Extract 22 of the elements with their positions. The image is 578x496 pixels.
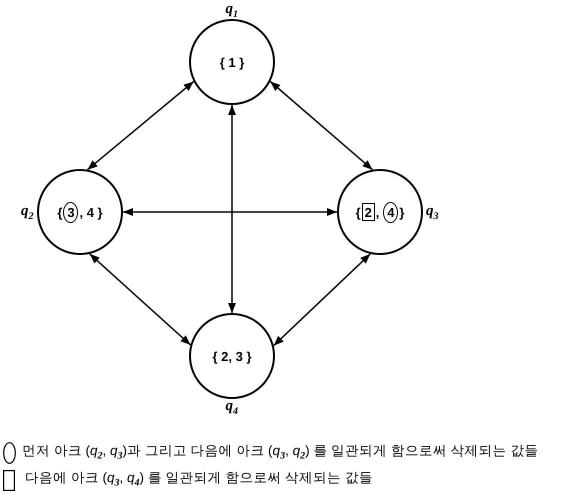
set-text: { 1 } <box>220 56 244 68</box>
double-arrow <box>123 208 337 216</box>
legend-text: 먼저 아크 (q$_{2}$, q$_{3}$)과 그리고 다음에 아크 (q$_{3}$, q$_{2}$) 를 일관되게 함으로써 삭제되는 값들 <box>22 443 538 463</box>
double-arrow <box>228 105 236 313</box>
set-text: { <box>356 206 361 218</box>
double-arrow <box>89 253 191 346</box>
double-arrow <box>270 80 373 170</box>
set-text: { 2, 3 } <box>212 350 252 362</box>
set-text: , <box>376 206 380 218</box>
circled-number: 3 <box>63 202 78 222</box>
double-arrow <box>87 80 194 170</box>
set-text: , 4 } <box>79 206 103 218</box>
boxed-number: 2 <box>362 203 375 221</box>
legend-text: 다음에 아크 (q$_{3}$, q$_{4}$) 를 일관되게 함으로써 삭제되는 값들 <box>25 470 373 490</box>
state-label: q$_{2}$ <box>21 204 34 222</box>
state-label: q$_{4}$ <box>226 399 238 417</box>
double-arrow <box>273 253 371 346</box>
set-text: } <box>399 206 404 218</box>
state-label: q$_{1}$ <box>226 2 238 20</box>
state-label: q$_{3}$ <box>426 204 438 222</box>
circled-number: 4 <box>383 202 398 222</box>
set-text: { <box>57 206 62 218</box>
